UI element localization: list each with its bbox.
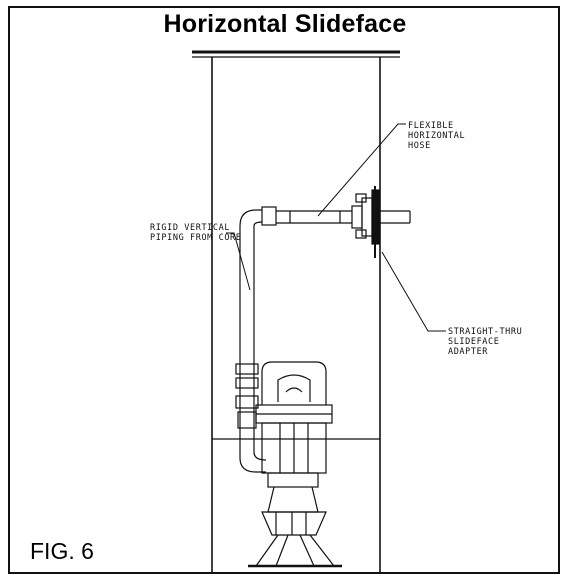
callout-flexible-hose: FLEXIBLE HORIZONTAL HOSE [408,121,465,151]
flexible-horizontal-hose [276,210,352,224]
callout-rigid-piping: RIGID VERTICAL PIPING FROM CORE [150,223,241,243]
svg-text:SLIDEFACE: SLIDEFACE [448,337,499,347]
figure-title: Horizontal Slideface [163,10,407,38]
svg-text:HORIZONTAL: HORIZONTAL [408,131,465,141]
svg-text:FLEXIBLE: FLEXIBLE [408,121,454,131]
figure-label: FIG. 6 [30,538,94,564]
rigid-vertical-pipe [235,206,277,473]
leader-rigid-piping [226,232,251,291]
svg-text:HOSE: HOSE [408,141,431,151]
pump-body [248,361,342,568]
leader-flexible-hose [317,123,406,217]
svg-text:ADAPTER: ADAPTER [448,347,488,357]
leader-slideface-adapter [381,251,446,332]
svg-text:RIGID VERTICAL: RIGID VERTICAL [150,223,230,233]
callout-slideface-adapter: STRAIGHT-THRU SLIDEFACE ADAPTER [448,327,522,357]
figure-frame [8,6,560,574]
svg-text:PIPING FROM CORE: PIPING FROM CORE [150,233,241,243]
svg-text:STRAIGHT-THRU: STRAIGHT-THRU [448,327,522,337]
slideface-adapter [351,186,411,258]
